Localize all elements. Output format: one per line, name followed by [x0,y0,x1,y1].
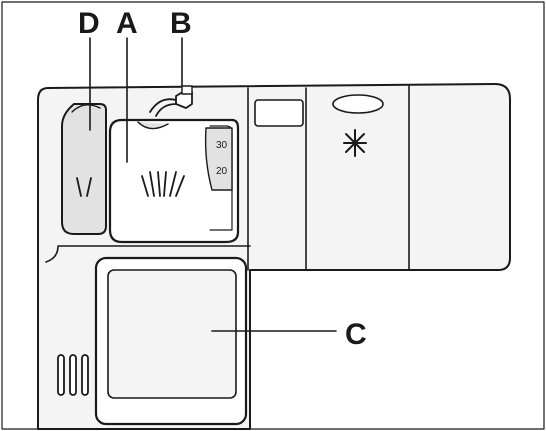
callout-b: B [170,7,192,40]
callout-a: A [116,7,138,40]
compartment-d-lip [71,104,101,113]
panel-inner-edge [45,245,251,263]
compartment-a-detergent-icon [141,171,185,197]
callout-c: C [345,318,367,351]
vent-slots [57,354,89,396]
compartment-a-notch [137,121,169,130]
rinse-aid-indicator-oval [332,94,384,114]
latch-arm [149,98,177,117]
dose-mark-20: 20 [216,166,228,177]
compartment-d [61,103,107,235]
compartment-c-inner [107,269,237,399]
callout-d: D [78,7,100,40]
dose-mark-30: 30 [216,140,228,151]
compartment-d-detergent-icon [76,177,92,197]
latch-button [181,85,193,95]
compartment-a-scale-bracket [204,127,233,191]
rinse-aid-symbol-icon [343,129,367,157]
small-window [254,99,304,127]
